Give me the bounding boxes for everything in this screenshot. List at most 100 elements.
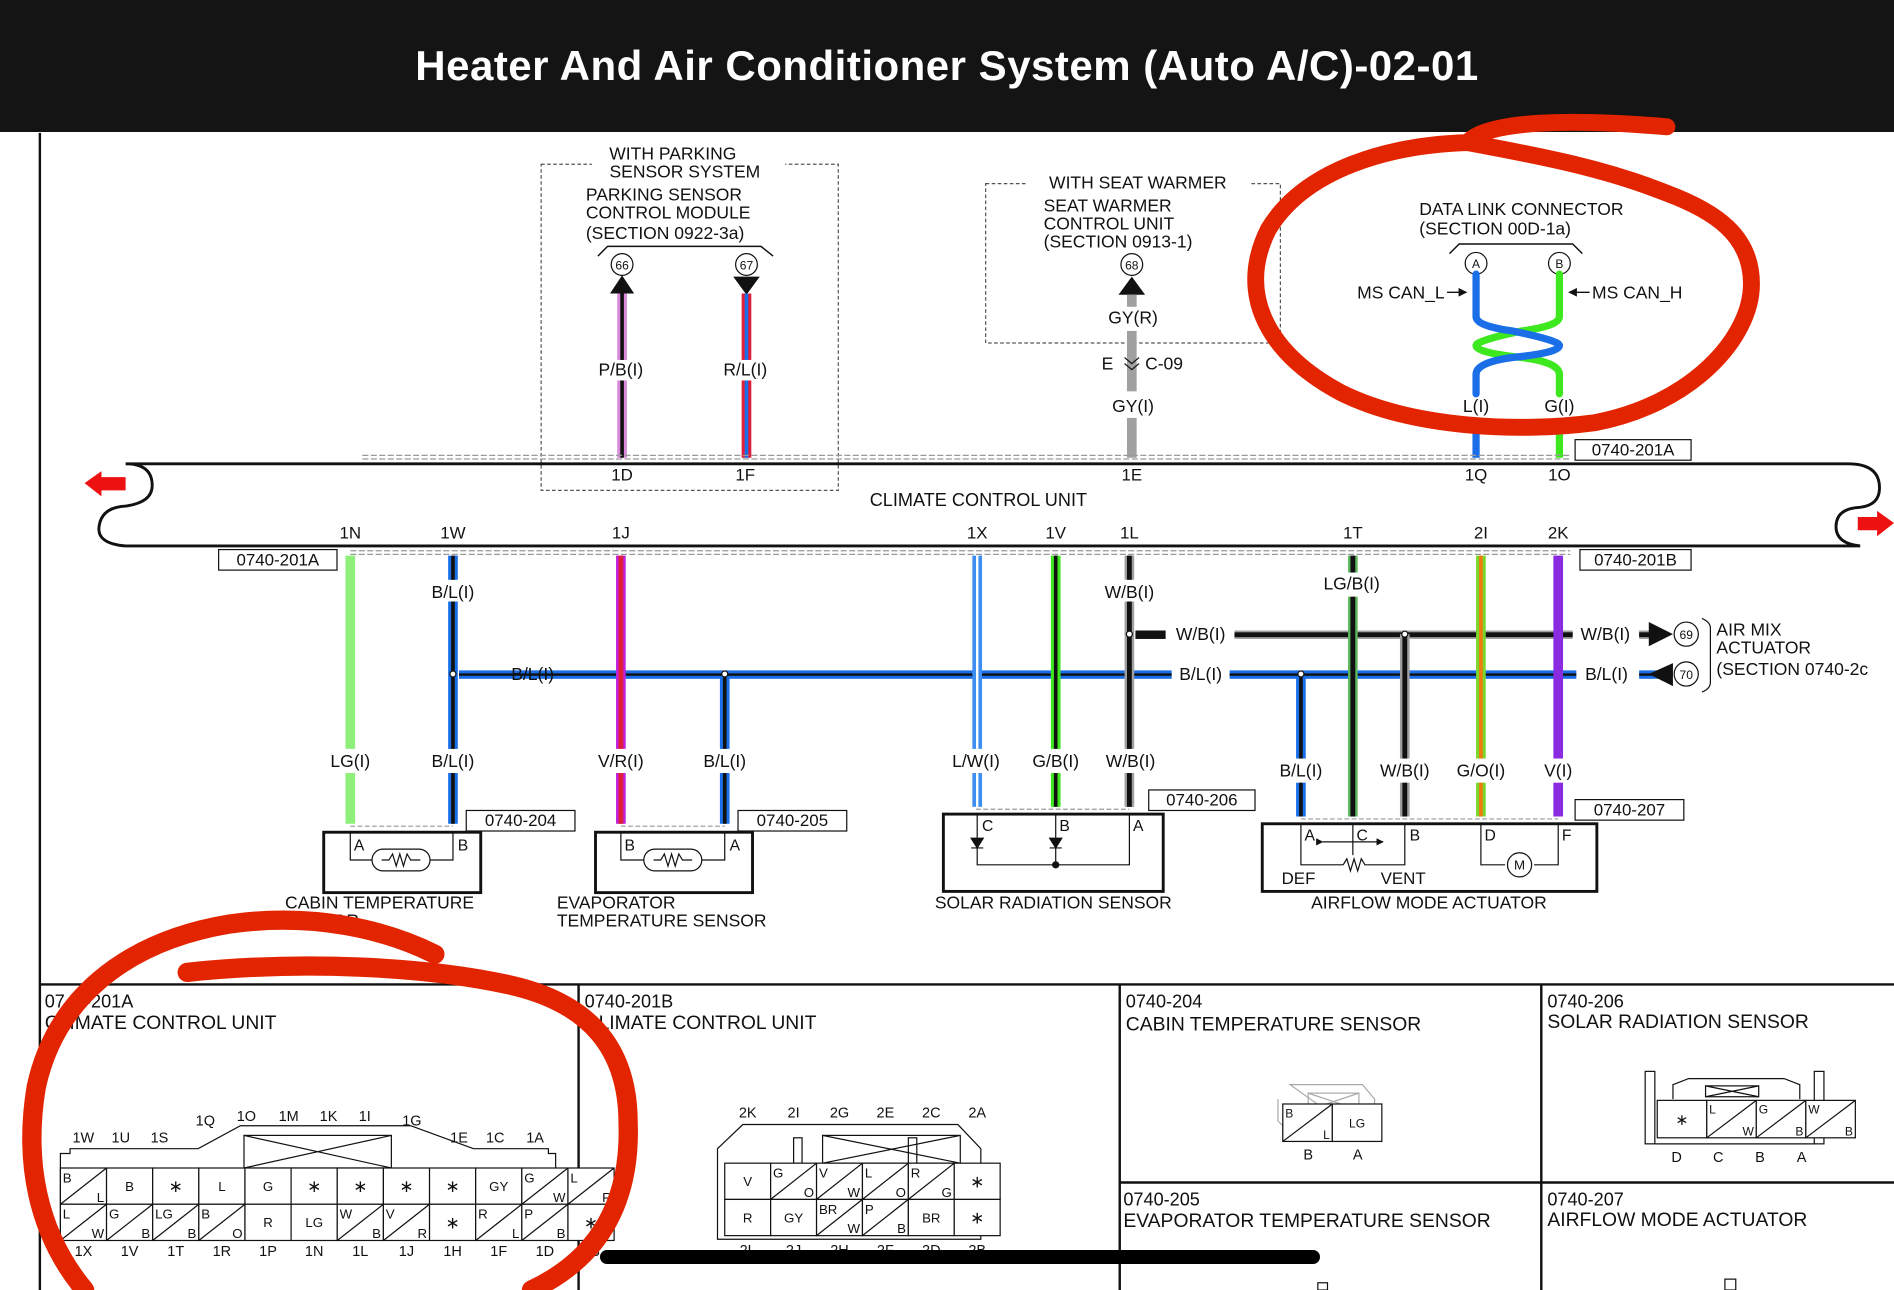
vent-label: VENT <box>1381 869 1426 888</box>
pin-cell: LG <box>1331 1103 1383 1143</box>
unused-pin-icon: ∗ <box>353 1177 367 1196</box>
wire-color-code: B <box>372 1226 381 1241</box>
wire-color-code: LG <box>305 1215 323 1230</box>
module-label: PARKING SENSOR <box>586 185 742 205</box>
component-label: TEMPERATURE SENSOR <box>557 910 767 930</box>
wire-color-code: W <box>847 1185 860 1200</box>
pin-cell: PB <box>521 1203 569 1242</box>
wire-color-code: O <box>232 1226 242 1241</box>
wire-color-code: B <box>125 1179 134 1194</box>
wire-color-code: L <box>512 1226 519 1241</box>
connector-code: 0740-201B <box>585 991 674 1011</box>
unused-pin-icon: ∗ <box>399 1177 413 1196</box>
pin-label: C <box>1713 1150 1723 1166</box>
unused-pin-icon: ∗ <box>970 1172 984 1191</box>
wire-color-code: W <box>1808 1103 1820 1117</box>
pin-label: 1V <box>121 1244 139 1260</box>
component-label: CABIN TEMPERATURE <box>285 892 474 912</box>
option-label: SENSOR SYSTEM <box>610 162 761 182</box>
pin-label: 1M <box>279 1109 299 1125</box>
connector-tag-label: 0740-201A <box>1592 440 1675 459</box>
wire-label: R/L(I) <box>723 360 767 380</box>
connector-view-0740-205: 0740-205 EVAPORATOR TEMPERATURE SENSOR <box>1123 1189 1491 1290</box>
pin-cell: VW <box>815 1162 864 1201</box>
wire-color-code: BR <box>922 1210 940 1225</box>
unused-pin-icon: ∗ <box>446 1213 460 1232</box>
pin-label: A <box>1353 1148 1363 1164</box>
pin-cell: L <box>198 1167 246 1205</box>
option-label: WITH SEAT WARMER <box>1049 172 1227 192</box>
wire-color-code: L <box>865 1166 872 1181</box>
pin-cell: GW <box>521 1167 569 1205</box>
wire-color-code: W <box>847 1221 860 1236</box>
wire-color-code: R <box>478 1207 488 1222</box>
wire-color-code: G <box>524 1171 534 1186</box>
pin-letter: A <box>1472 257 1481 271</box>
pin-label: 1N <box>339 524 361 543</box>
wire-label: B/L(I) <box>1280 761 1323 781</box>
ccu-label: CLIMATE CONTROL UNIT <box>870 490 1087 510</box>
title-bar: Heater And Air Conditioner System (Auto … <box>0 0 1894 132</box>
pin-cell: V <box>724 1162 772 1201</box>
wire-label: L/W(I) <box>952 751 1000 771</box>
pin-letter: C <box>982 818 993 835</box>
pin-label: 1C <box>486 1131 505 1147</box>
pin-cell: ∗ <box>428 1203 477 1242</box>
wire-color-code: G <box>1759 1103 1768 1117</box>
connector-tag-label: 0740-207 <box>1594 800 1665 819</box>
component-label: SOLAR RADIATION SENSOR <box>935 892 1172 912</box>
connector-name: CLIMATE CONTROL UNIT <box>45 1013 277 1034</box>
wire-color-code: L <box>1709 1103 1716 1117</box>
airflow-mode-actuator: M A C B D F DEF VENT 0740-207 AIRFLOW MO… <box>1260 799 1685 912</box>
connector-code: 0740-207 <box>1547 1189 1624 1209</box>
wire-label: B/L(I) <box>432 751 475 771</box>
wire-color-code: W <box>553 1190 566 1205</box>
pin-label: 1K <box>320 1109 338 1125</box>
continuation-arrow-right-icon[interactable] <box>1857 510 1894 537</box>
pin-cell: BR <box>907 1198 955 1237</box>
wire-color-code: R <box>602 1190 612 1205</box>
continuation-arrow-left-icon[interactable] <box>84 471 126 497</box>
module-label: DATA LINK CONNECTOR <box>1419 199 1623 219</box>
pin-label: 1F <box>490 1244 507 1260</box>
pin-label: B <box>1755 1150 1765 1166</box>
pin-label: 1P <box>259 1244 277 1260</box>
pin-cell: GB <box>105 1203 154 1242</box>
wire-color-code: B <box>141 1226 150 1241</box>
pin-letter: A <box>1133 818 1144 835</box>
wire-color-code: W <box>1742 1124 1754 1138</box>
wire-label: V(I) <box>1544 761 1572 781</box>
wire-color-code: G <box>109 1207 119 1222</box>
pin-cell: ∗ <box>336 1167 384 1205</box>
module-label: SEAT WARMER <box>1044 195 1172 215</box>
pin-label: 1Q <box>196 1114 215 1130</box>
pin-label: 1N <box>305 1244 324 1260</box>
air-mix-label: AIR MIX <box>1716 619 1781 639</box>
pin-label: 1A <box>526 1131 544 1147</box>
pin-circle <box>1120 253 1144 276</box>
module-label: CONTROL UNIT <box>1044 213 1175 233</box>
pin-cell: G <box>244 1167 292 1205</box>
wire-color-code: B <box>1285 1106 1293 1120</box>
joint-label: C-09 <box>1145 354 1183 374</box>
pin-cell: BL <box>1282 1103 1333 1143</box>
wire-color-code: O <box>896 1185 906 1200</box>
home-indicator[interactable] <box>600 1250 1320 1264</box>
connector-tag-label: 0740-206 <box>1166 791 1237 810</box>
arrow-down-icon <box>733 276 760 295</box>
arrow-left-icon <box>1648 663 1673 687</box>
pin-cell: R <box>724 1198 772 1237</box>
connector-tag <box>218 548 338 571</box>
wire-color-code: R <box>911 1166 921 1181</box>
pin-label: 1T <box>167 1244 184 1260</box>
wire-label: W/B(I) <box>1105 582 1155 602</box>
pin-letter: B <box>1059 818 1069 835</box>
wire-label: GY(R) <box>1108 308 1158 328</box>
pin-cell: ∗ <box>382 1167 431 1205</box>
wire-label: B/L(I) <box>511 664 554 684</box>
connector-tag <box>1574 439 1692 461</box>
pin-number: 69 <box>1680 628 1694 642</box>
motor-icon <box>1506 852 1533 878</box>
pin-cell: B <box>105 1167 154 1205</box>
pin-cell: LW <box>59 1203 108 1242</box>
